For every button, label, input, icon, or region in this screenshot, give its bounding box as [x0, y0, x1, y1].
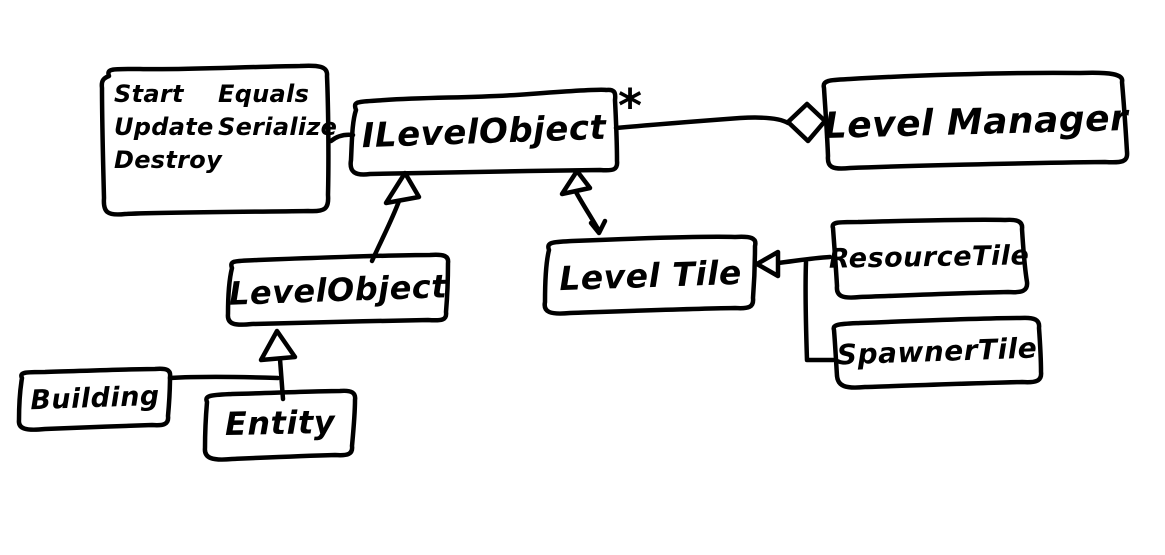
levelobject-box	[225, 252, 451, 327]
methods-note-row: Start Equals	[114, 80, 326, 108]
class-resourcetile-label: ResourceTile	[828, 239, 1030, 275]
entity-to-levelobject-line	[277, 356, 286, 402]
inheritance-triangle-icon	[383, 170, 422, 206]
building-box	[16, 366, 173, 432]
note-attachment-line	[328, 132, 356, 144]
resourcetile-box	[830, 217, 1030, 300]
method-label: Destroy	[114, 146, 223, 174]
levelobject-to-ilevelobject-line	[369, 198, 402, 264]
methods-note-row: Update Serialize	[114, 113, 337, 141]
aggregation-diamond-icon	[785, 101, 828, 144]
inheritance-triangle-icon	[258, 328, 298, 363]
building-branch-line	[167, 374, 281, 381]
ilevelobject-box	[348, 87, 620, 177]
inheritance-triangle-icon	[559, 168, 593, 197]
method-label: Serialize	[218, 113, 338, 141]
class-building-label: Building	[29, 380, 161, 416]
class-ilevelobject-label: ILevelObject	[361, 107, 607, 157]
methods-note-box	[99, 63, 331, 217]
resourcetile-to-leveltile-line	[775, 254, 833, 266]
class-levelobject-label: LevelObject	[228, 267, 448, 313]
entity-box	[202, 388, 358, 462]
method-label: Update	[114, 113, 214, 141]
class-spawnertile-label: SpawnerTile	[836, 331, 1038, 371]
class-entity-label: Entity	[224, 403, 336, 443]
aggregation-line	[613, 115, 791, 131]
class-leveltile-label: Level Tile	[558, 252, 743, 298]
inheritance-triangle-icon	[754, 249, 781, 279]
methods-note-row: Destroy	[114, 146, 326, 174]
spawnertile-box	[831, 315, 1044, 390]
class-levelmanager-label: Level Manager	[823, 97, 1129, 147]
methods-note: Start Equals Update Serialize Destroy	[114, 80, 337, 174]
leveltile-box	[542, 234, 758, 316]
spawnertile-branch-line	[803, 259, 836, 363]
levelmanager-box	[821, 70, 1130, 171]
method-label: Start	[114, 80, 184, 108]
leveltile-line-arrowhead	[588, 218, 608, 236]
multiplicity-star: *	[617, 79, 643, 133]
method-label: Equals	[218, 80, 310, 108]
